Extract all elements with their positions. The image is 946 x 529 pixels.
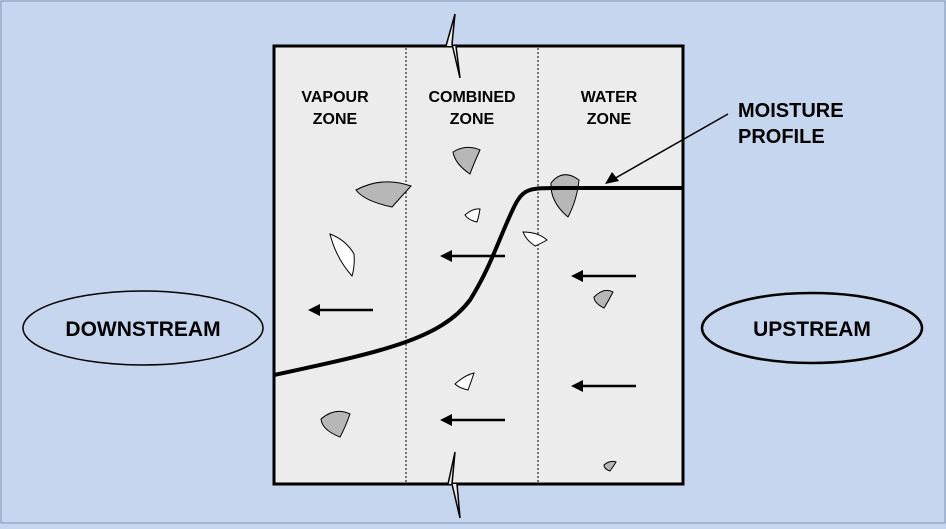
upstream-ellipse [700, 291, 924, 365]
combined-zone-label-line2: ZONE [450, 111, 495, 128]
downstream-ellipse [22, 290, 264, 366]
water-zone-label-line1: WATER [581, 89, 638, 106]
downstream-label: DOWNSTREAM [65, 318, 220, 341]
white-particle [329, 233, 355, 278]
white-particle [522, 231, 548, 247]
white-particle [454, 372, 475, 391]
water-zone-label-line2: ZONE [587, 111, 632, 128]
grey-particle [550, 174, 580, 218]
flow-arrow [571, 380, 636, 392]
soil-column [272, 44, 685, 486]
flow-arrow [440, 414, 505, 426]
bottom-break-symbol [447, 451, 461, 519]
flow-arrows [308, 250, 636, 426]
combined-zone-label-line1: COMBINED [428, 89, 515, 106]
grey-particle [593, 289, 614, 309]
grey-particle [355, 181, 412, 208]
vapour-zone-label-line2: ZONE [313, 111, 358, 128]
white-particle [464, 208, 481, 223]
upstream-label: UPSTREAM [753, 318, 871, 341]
vapour-zone-label-line1: VAPOUR [301, 89, 369, 106]
flow-arrow [440, 250, 505, 262]
moisture-profile-pointer [605, 113, 729, 184]
moisture-profile-label-line1: MOISTURE [738, 100, 844, 122]
top-break-symbol [445, 13, 461, 79]
grey-particle [452, 146, 481, 175]
grey-particles [320, 146, 617, 472]
moisture-profile-curve [273, 186, 683, 377]
grey-particle [603, 460, 617, 472]
flow-arrow [571, 270, 636, 282]
flow-arrow [308, 304, 373, 316]
grey-particle [320, 410, 351, 438]
white-particles [329, 208, 548, 391]
moisture-profile-label-line2: PROFILE [738, 126, 825, 148]
